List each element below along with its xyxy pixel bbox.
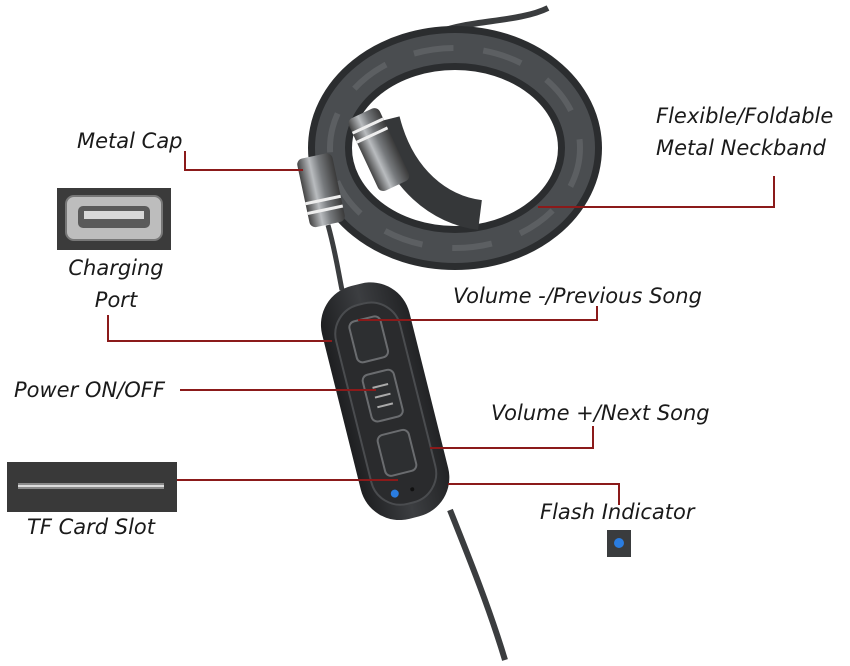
- power-label: Power ON/OFF: [14, 378, 165, 402]
- metal-cap-label: Metal Cap: [77, 129, 183, 153]
- flash-indicator-label: Flash Indicator: [540, 500, 695, 524]
- callout-neckband: [538, 176, 775, 208]
- inner-metal-cap: [348, 108, 410, 192]
- remote-control: [320, 282, 450, 521]
- volume-minus-button[interactable]: [348, 315, 390, 364]
- volume-plus-label: Volume +/Next Song: [491, 401, 710, 425]
- volume-minus-label: Volume -/Previous Song: [453, 284, 702, 308]
- charging-port-image: [57, 188, 171, 250]
- neckband-label-line1: Flexible/Foldable: [656, 104, 834, 128]
- callout-lines: [107, 151, 775, 505]
- volume-plus-button[interactable]: [376, 428, 418, 477]
- neckband-label-line2: Metal Neckband: [656, 135, 826, 160]
- callout-volume-plus: [430, 426, 594, 449]
- neckband-coil: [308, 5, 602, 270]
- cable: [325, 224, 345, 291]
- metal-cap: [297, 153, 345, 228]
- tf-card-slot-label: TF Card Slot: [27, 515, 155, 539]
- callout-metal-cap: [184, 151, 303, 171]
- neckband-label: Flexible/Foldable Metal Neckband: [656, 101, 833, 164]
- cable-lower: [447, 508, 508, 661]
- tf-card-slot-image: [7, 462, 177, 512]
- charging-label-line1: Charging: [68, 256, 164, 280]
- callout-charging: [107, 315, 332, 342]
- charging-label-line2: Port: [94, 287, 138, 312]
- charging-port-label: Charging Port: [63, 253, 169, 316]
- callout-volume-minus: [358, 306, 598, 321]
- callout-flash: [448, 483, 620, 505]
- flash-indicator-image: [607, 530, 631, 557]
- led-indicator: [390, 489, 399, 498]
